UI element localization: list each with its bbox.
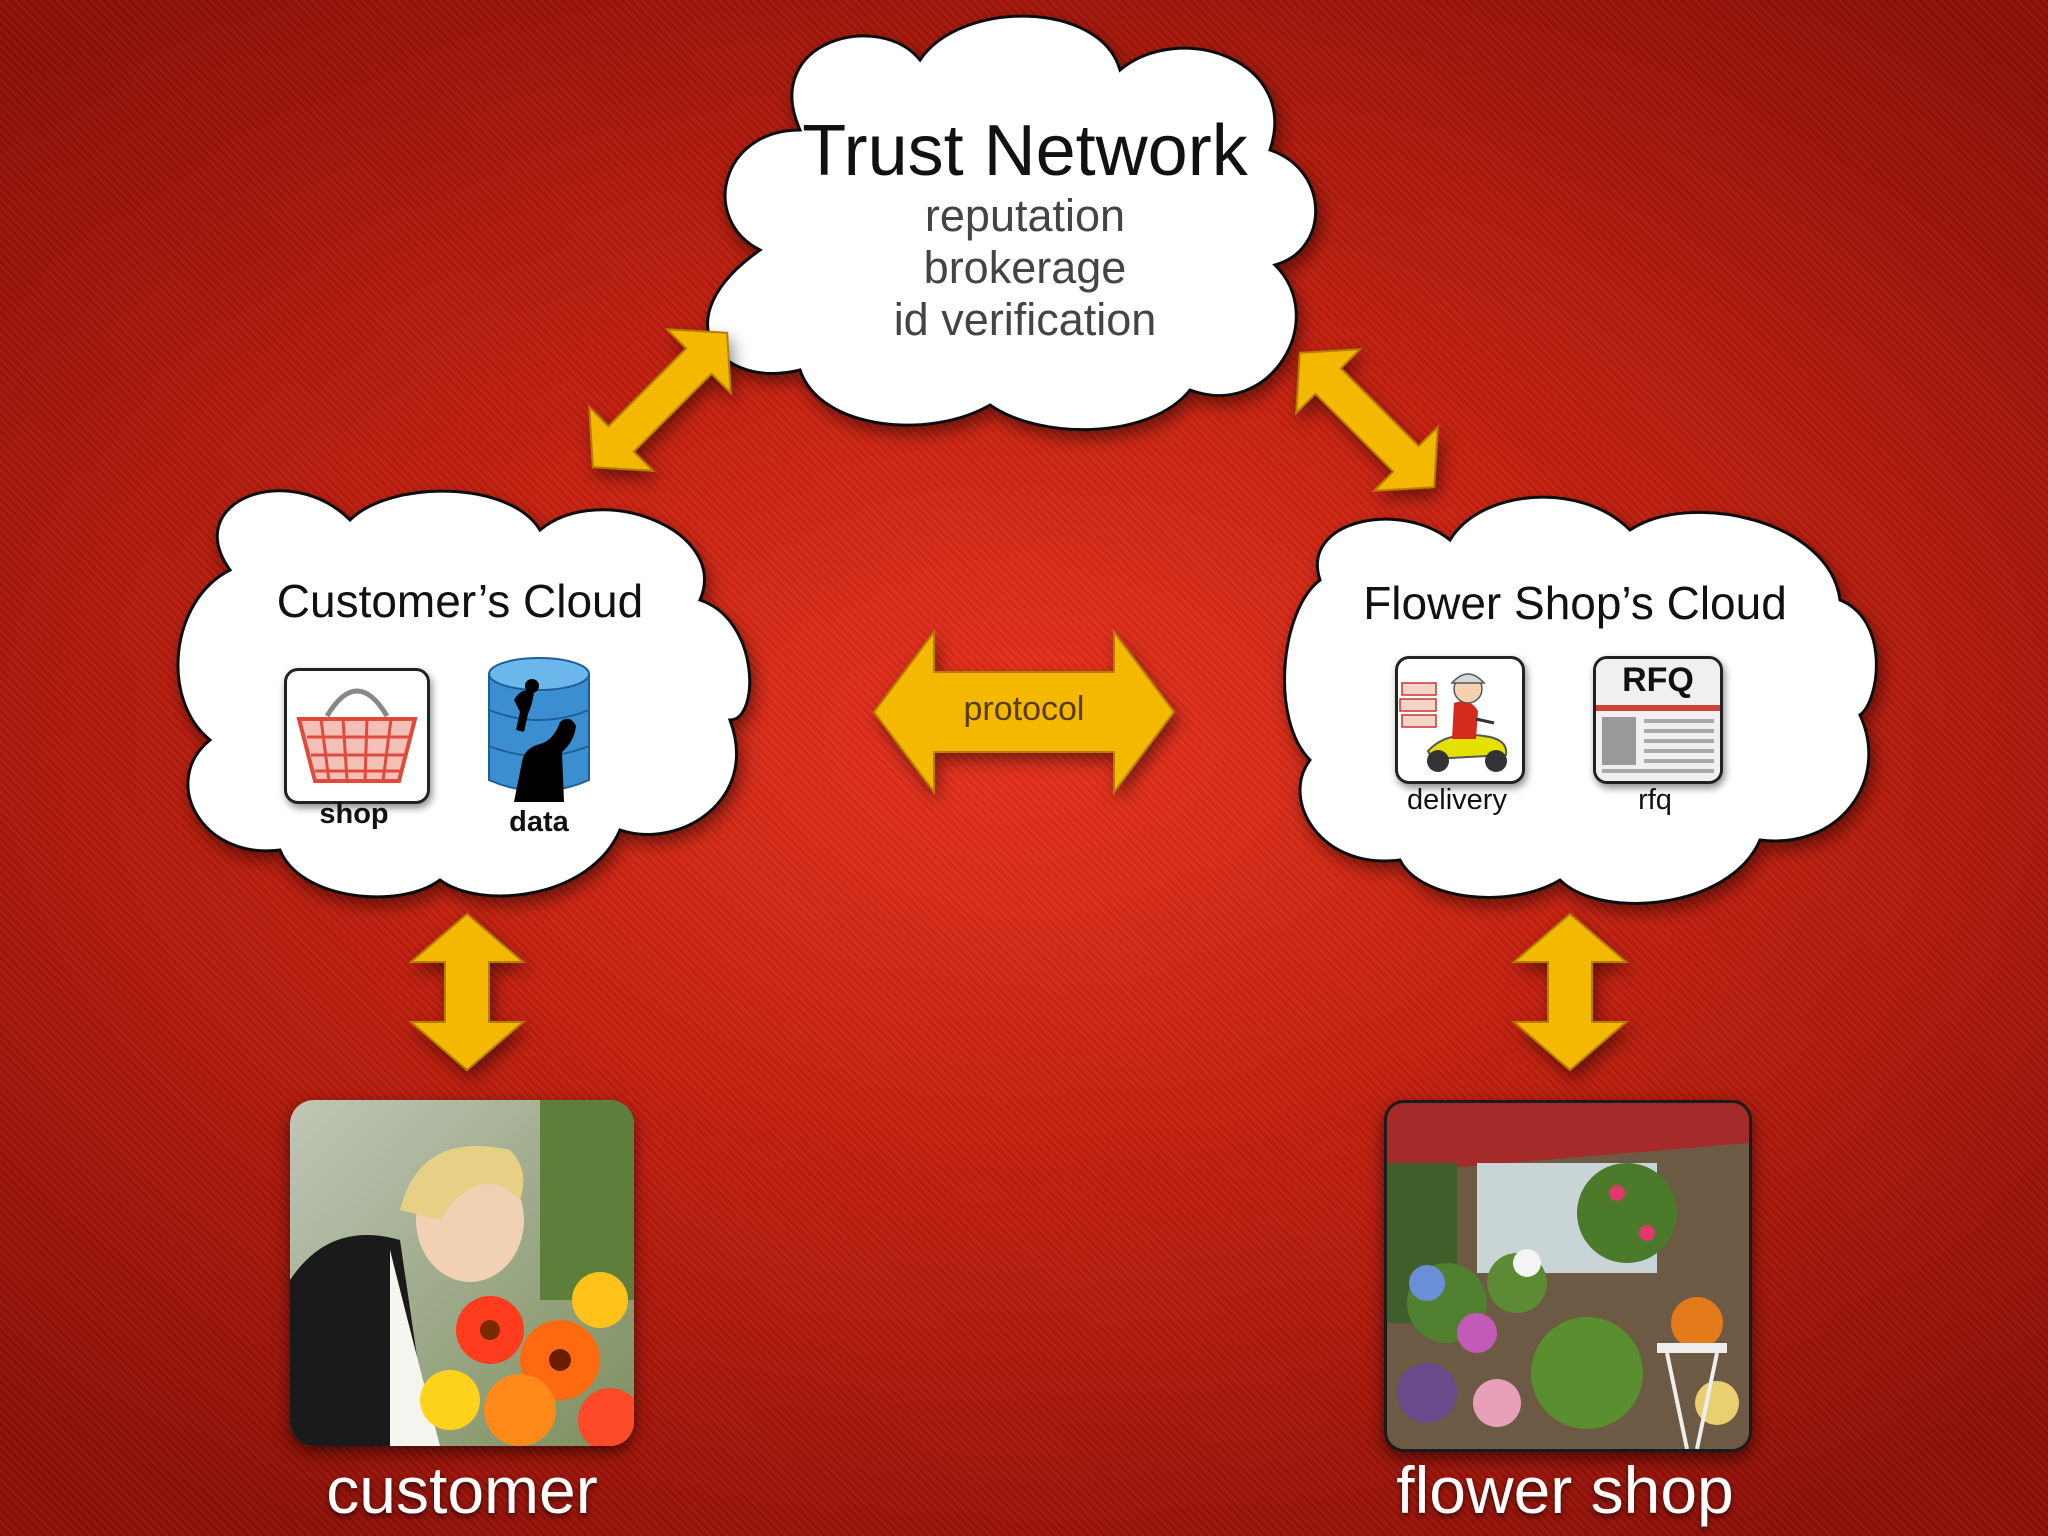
- protocol-arrow: [872, 629, 1176, 795]
- flower-shop-cloud-title: Flower Shop’s Cloud: [1363, 577, 1787, 629]
- rfq-icon-label: rfq: [1638, 784, 1672, 816]
- trust-network-line-reputation: reputation: [924, 190, 1126, 241]
- customer-cloud-title: Customer’s Cloud: [276, 575, 644, 627]
- rfq-document-icon: [1596, 659, 1720, 781]
- flower-shop-cloud: [1283, 495, 1878, 905]
- arrow-cloud-customer: [408, 912, 526, 1072]
- shop-icon-label: shop: [319, 798, 389, 830]
- customer-label: customer: [326, 1453, 598, 1527]
- rfq-badge-text: RFQ: [1622, 661, 1694, 699]
- database-icon: [488, 657, 590, 802]
- arrow-trust-customer: [588, 328, 732, 472]
- flower-shop-label: flower shop: [1396, 1453, 1734, 1527]
- shop-icon-tile[interactable]: [284, 668, 430, 804]
- delivery-icon-label: delivery: [1407, 784, 1507, 816]
- protocol-label: protocol: [963, 690, 1085, 728]
- trust-network-line-id-verification: id verification: [893, 294, 1157, 345]
- customer-cloud: [176, 489, 752, 899]
- trust-network-line-brokerage: brokerage: [923, 242, 1127, 293]
- flower-shop-photo: [1384, 1100, 1752, 1452]
- customer-smelling-flowers-image: [290, 1100, 634, 1446]
- trust-network-title: Trust Network: [802, 111, 1248, 191]
- data-icon-tile[interactable]: [484, 652, 594, 802]
- arrow-trust-shop: [1295, 348, 1439, 492]
- arrow-cloud-shop: [1511, 912, 1629, 1072]
- rfq-icon-tile[interactable]: RFQ: [1593, 656, 1723, 784]
- delivery-icon-tile[interactable]: [1395, 656, 1525, 784]
- customer-photo: [290, 1100, 634, 1446]
- flower-shop-storefront-image: [1387, 1103, 1749, 1449]
- delivery-scooter-icon: [1399, 673, 1508, 772]
- data-icon-label: data: [509, 806, 569, 838]
- basket-icon: [296, 688, 418, 783]
